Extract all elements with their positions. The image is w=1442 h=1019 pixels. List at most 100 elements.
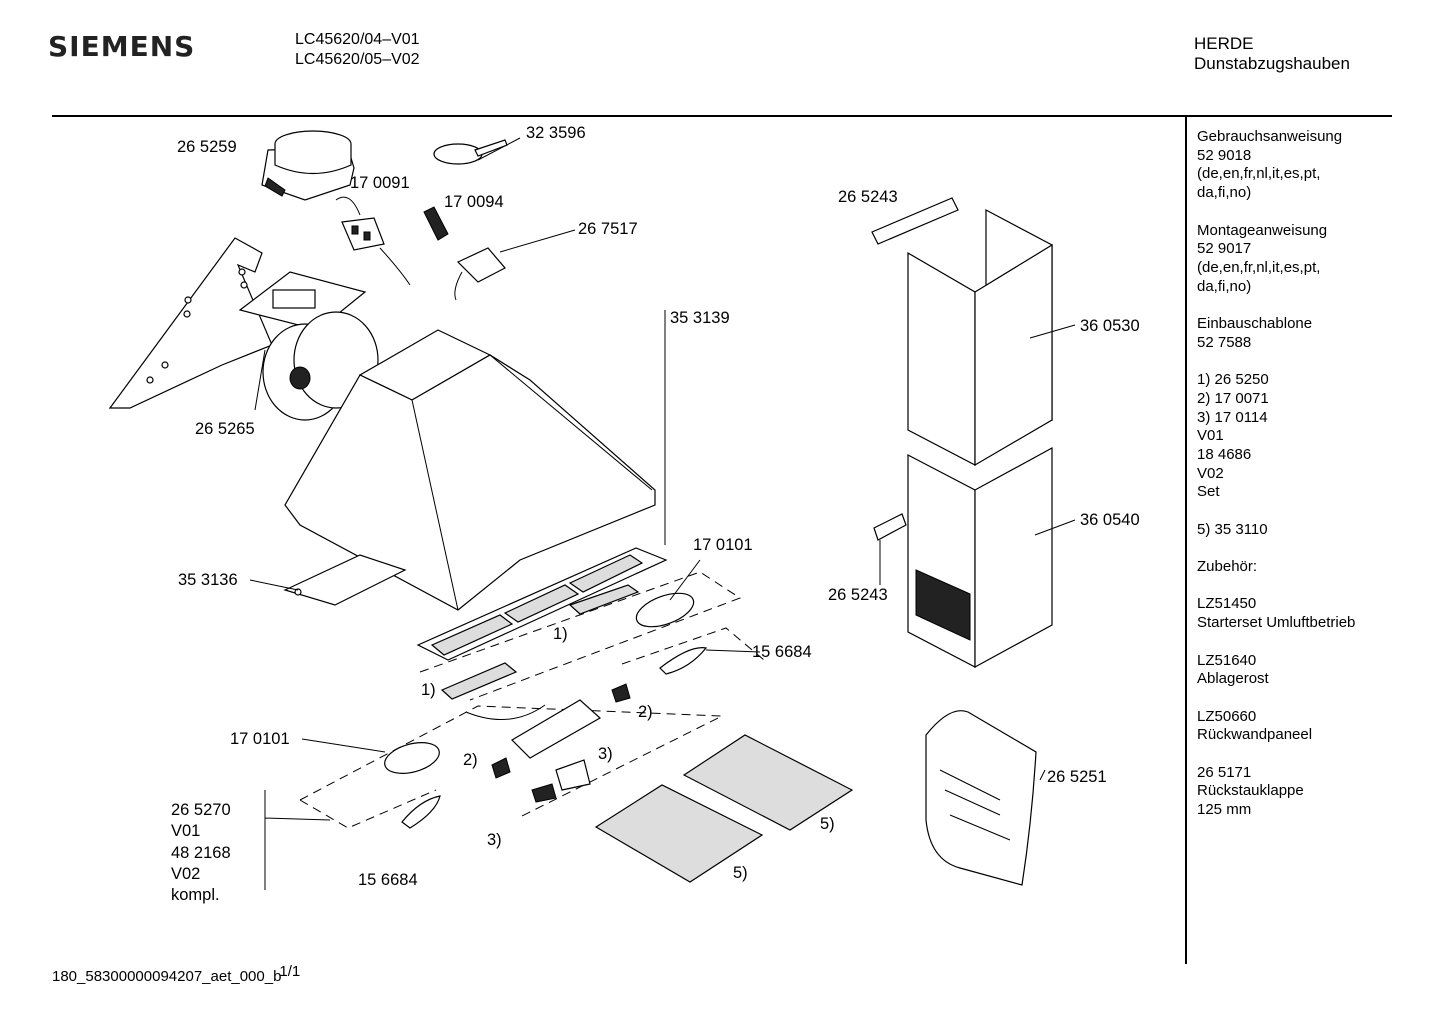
sidebar-line: Ablagerost <box>1197 670 1269 688</box>
sidebar-line: Gebrauchsanweisung <box>1197 128 1343 145</box>
part-label-170101-left: 17 0101 <box>230 730 290 748</box>
part-label-360540: 36 0540 <box>1080 511 1140 529</box>
model-numbers: LC45620/04–V01 LC45620/05–V02 <box>295 30 420 70</box>
part-label-265259: 26 5259 <box>177 138 237 156</box>
part-label-265270-line-3: 48 2168 <box>171 843 231 862</box>
part-label-265270-line-2: V01 <box>171 822 201 841</box>
part-label-156684-right: 15 6684 <box>752 643 812 661</box>
callout-3-right: 3) <box>598 745 613 763</box>
chimney-hood-body[interactable] <box>284 329 656 611</box>
part-label-170101-top: 17 0101 <box>693 536 753 554</box>
switch-part[interactable] <box>335 196 411 286</box>
switch-module-part[interactable] <box>465 683 631 803</box>
sidebar-line: Montageanweisung <box>1197 221 1328 239</box>
cable-tie-part[interactable] <box>433 139 508 165</box>
callout-5-right: 5) <box>820 815 835 833</box>
part-label-265270-line-5: kompl. <box>171 886 220 905</box>
sleeve-part[interactable] <box>423 206 449 241</box>
sidebar-divider <box>1185 116 1187 964</box>
part-label-360530: 36 0530 <box>1080 317 1140 335</box>
sidebar-block: Zubehör: <box>1197 558 1355 577</box>
chimney-lower-part[interactable] <box>907 446 1053 669</box>
callout-1-top: 1) <box>553 625 568 643</box>
callout-2-right: 2) <box>638 703 653 721</box>
lamp-cover-part[interactable] <box>381 587 698 779</box>
wall-mounting-bracket[interactable] <box>108 237 273 409</box>
sidebar-line: 18 4686 <box>1197 445 1252 463</box>
sidebar-line: Einbauschablone <box>1197 315 1313 332</box>
callout-5-bottom: 5) <box>733 864 748 882</box>
sidebar-line: 52 7588 <box>1197 333 1252 351</box>
sidebar-line: 3) 17 0114 <box>1197 408 1268 426</box>
sidebar-line: LZ51640 <box>1197 651 1257 669</box>
category-label: Dunstabzugshauben <box>1194 54 1350 73</box>
product-category: HERDE Dunstabzugshauben <box>1194 34 1350 74</box>
sidebar-line: 26 5171 <box>1197 763 1252 781</box>
page-number: 1/1 <box>279 963 301 980</box>
sidebar-line: (de,en,fr,nl,it,es,pt, <box>1197 165 1321 183</box>
header-divider <box>52 115 1392 117</box>
sidebar-line: 52 9018 <box>1197 146 1252 164</box>
sidebar-line: 125 mm <box>1197 801 1252 819</box>
brand-logo: SIEMENS <box>48 30 196 63</box>
sidebar-line: LZ50660 <box>1197 707 1257 725</box>
sidebar-line: da,fi,no) <box>1197 184 1252 202</box>
filter-frame-part[interactable] <box>416 547 668 661</box>
sidebar-line: Rückstauklappe <box>1197 782 1304 800</box>
sidebar-line: 1) 26 5250 <box>1197 371 1269 389</box>
sidebar-line: LZ51450 <box>1197 595 1257 613</box>
part-label-353136: 35 3136 <box>178 571 238 589</box>
part-label-170094: 17 0094 <box>444 193 504 211</box>
part-label-265270: 26 5270 V01 48 2168 V02 kompl. <box>171 800 231 906</box>
sidebar-line: Starterset Umluftbetrieb <box>1197 614 1356 632</box>
document-footer: 180_58300000094207_aet_000_b1/1 <box>52 963 300 985</box>
document-id: 180_58300000094207_aet_000_b <box>52 968 282 985</box>
part-label-323596: 32 3596 <box>526 124 586 142</box>
sidebar-line: 5) 35 3110 <box>1197 520 1268 538</box>
screw-bag-part[interactable] <box>925 710 1037 886</box>
sidebar-line: (de,en,fr,nl,it,es,pt, <box>1197 258 1321 276</box>
sidebar-block: 5) 35 3110 <box>1197 521 1355 540</box>
charcoal-filter-part[interactable] <box>594 734 854 883</box>
sidebar-line: 52 9017 <box>1197 240 1252 258</box>
part-label-267517: 26 7517 <box>578 220 638 238</box>
part-label-353139: 35 3139 <box>670 309 730 327</box>
part-label-265270-line-4: V02 <box>171 864 201 883</box>
back-panel-part[interactable] <box>283 554 407 606</box>
sidebar-line: V02 <box>1197 464 1224 482</box>
chimney-bracket-part[interactable] <box>871 197 959 541</box>
part-label-265243-bottom: 26 5243 <box>828 586 888 604</box>
part-label-170091: 17 0091 <box>350 174 410 192</box>
callout-1-bottom: 1) <box>421 681 436 699</box>
callout-3-left: 3) <box>487 831 502 849</box>
sidebar-line: Zubehör: <box>1197 558 1258 576</box>
model-number-1: LC45620/04–V01 <box>295 31 420 48</box>
part-label-265265: 26 5265 <box>195 420 255 438</box>
duct-connector-part[interactable] <box>261 130 355 201</box>
power-plug-part[interactable] <box>454 247 506 301</box>
chimney-upper-part[interactable] <box>907 209 1053 467</box>
part-label-265243-top: 26 5243 <box>838 188 898 206</box>
leader-lines <box>249 137 1076 890</box>
part-label-265270-line-1: 26 5270 <box>171 801 231 819</box>
manufacturer-label: HERDE <box>1194 34 1254 53</box>
sidebar-line: 2) 17 0071 <box>1197 389 1269 407</box>
grease-filter-part[interactable] <box>440 584 640 700</box>
sidebar-line: da,fi,no) <box>1197 277 1252 295</box>
part-label-156684-bottom: 15 6684 <box>358 871 418 889</box>
sidebar-line: Rückwandpaneel <box>1197 726 1313 744</box>
sidebar-line: V01 <box>1197 427 1224 445</box>
sidebar-line: Set <box>1197 483 1220 501</box>
light-bulb-part[interactable] <box>401 647 708 829</box>
callout-2-left: 2) <box>463 751 478 769</box>
